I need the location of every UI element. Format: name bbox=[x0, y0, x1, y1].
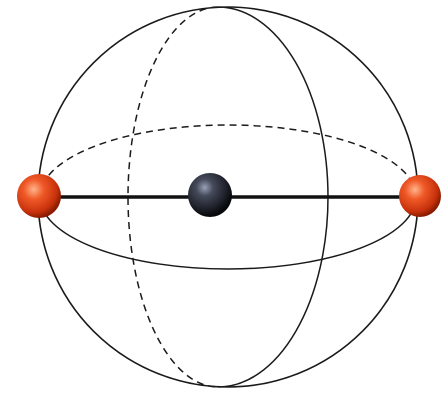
equator-front-solid bbox=[40, 197, 416, 269]
outer-atom-left bbox=[17, 174, 61, 218]
central-atom bbox=[188, 173, 232, 217]
outer-atom-right bbox=[399, 175, 441, 217]
